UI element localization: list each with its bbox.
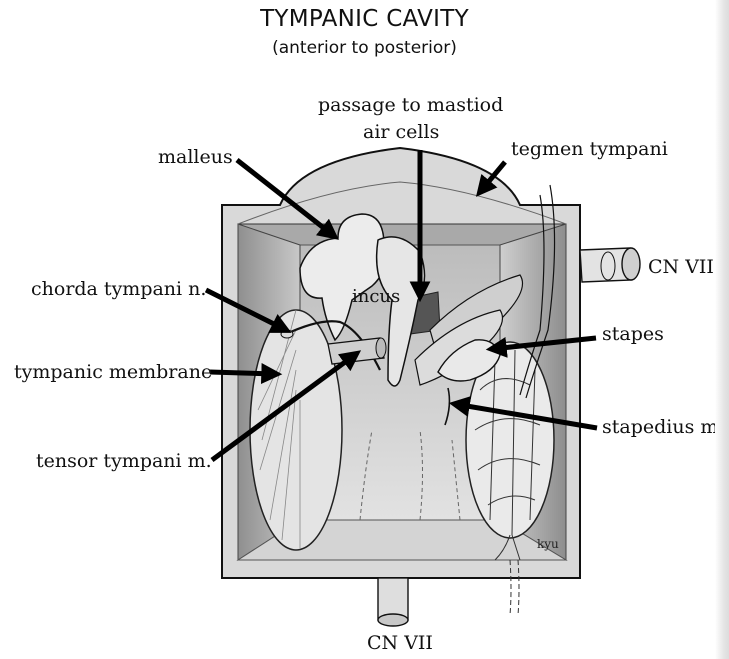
- diagram-subtitle: (anterior to posterior): [272, 38, 457, 58]
- label-stapedius: stapedius m.: [602, 416, 725, 438]
- arrow-tegmen: [475, 160, 507, 197]
- label-stapes: stapes: [602, 323, 664, 345]
- label-tensor-tympani: tensor tympani m.: [36, 450, 212, 472]
- diagram-title: TYMPANIC CAVITY: [260, 6, 469, 32]
- arrow-stapedius: [448, 396, 598, 431]
- label-cn7-bottom: CN VII: [367, 632, 433, 654]
- artist-signature: kyu: [537, 537, 559, 551]
- label-passage-line1: passage to mastiod: [318, 94, 504, 116]
- cn7-right-cylinder: [579, 247, 641, 283]
- arrow-tensor: [210, 350, 362, 463]
- arrow-tympanic-membrane: [209, 363, 283, 385]
- label-passage-line2: air cells: [363, 121, 440, 143]
- mastoid-air-cells-shape: [465, 341, 555, 561]
- label-chorda-tympani: chorda tympani n.: [31, 278, 207, 300]
- label-tympanic-membrane: tympanic membrane: [14, 361, 213, 383]
- label-tegmen-tympani: tegmen tympani: [511, 138, 668, 160]
- arrow-chorda: [204, 287, 292, 333]
- leader-arrows: [204, 150, 598, 463]
- cn7-bottom-cylinder: [377, 577, 409, 627]
- arrow-malleus: [235, 158, 339, 240]
- arrow-stapes: [485, 335, 597, 358]
- label-cn7-right: CN VII: [648, 256, 714, 278]
- facial-nerve-canal: [519, 194, 545, 396]
- page-edge-shadow: [715, 0, 729, 659]
- label-malleus: malleus: [158, 146, 233, 168]
- chorda-tympani-end: [280, 329, 294, 339]
- label-incus: incus: [352, 286, 401, 307]
